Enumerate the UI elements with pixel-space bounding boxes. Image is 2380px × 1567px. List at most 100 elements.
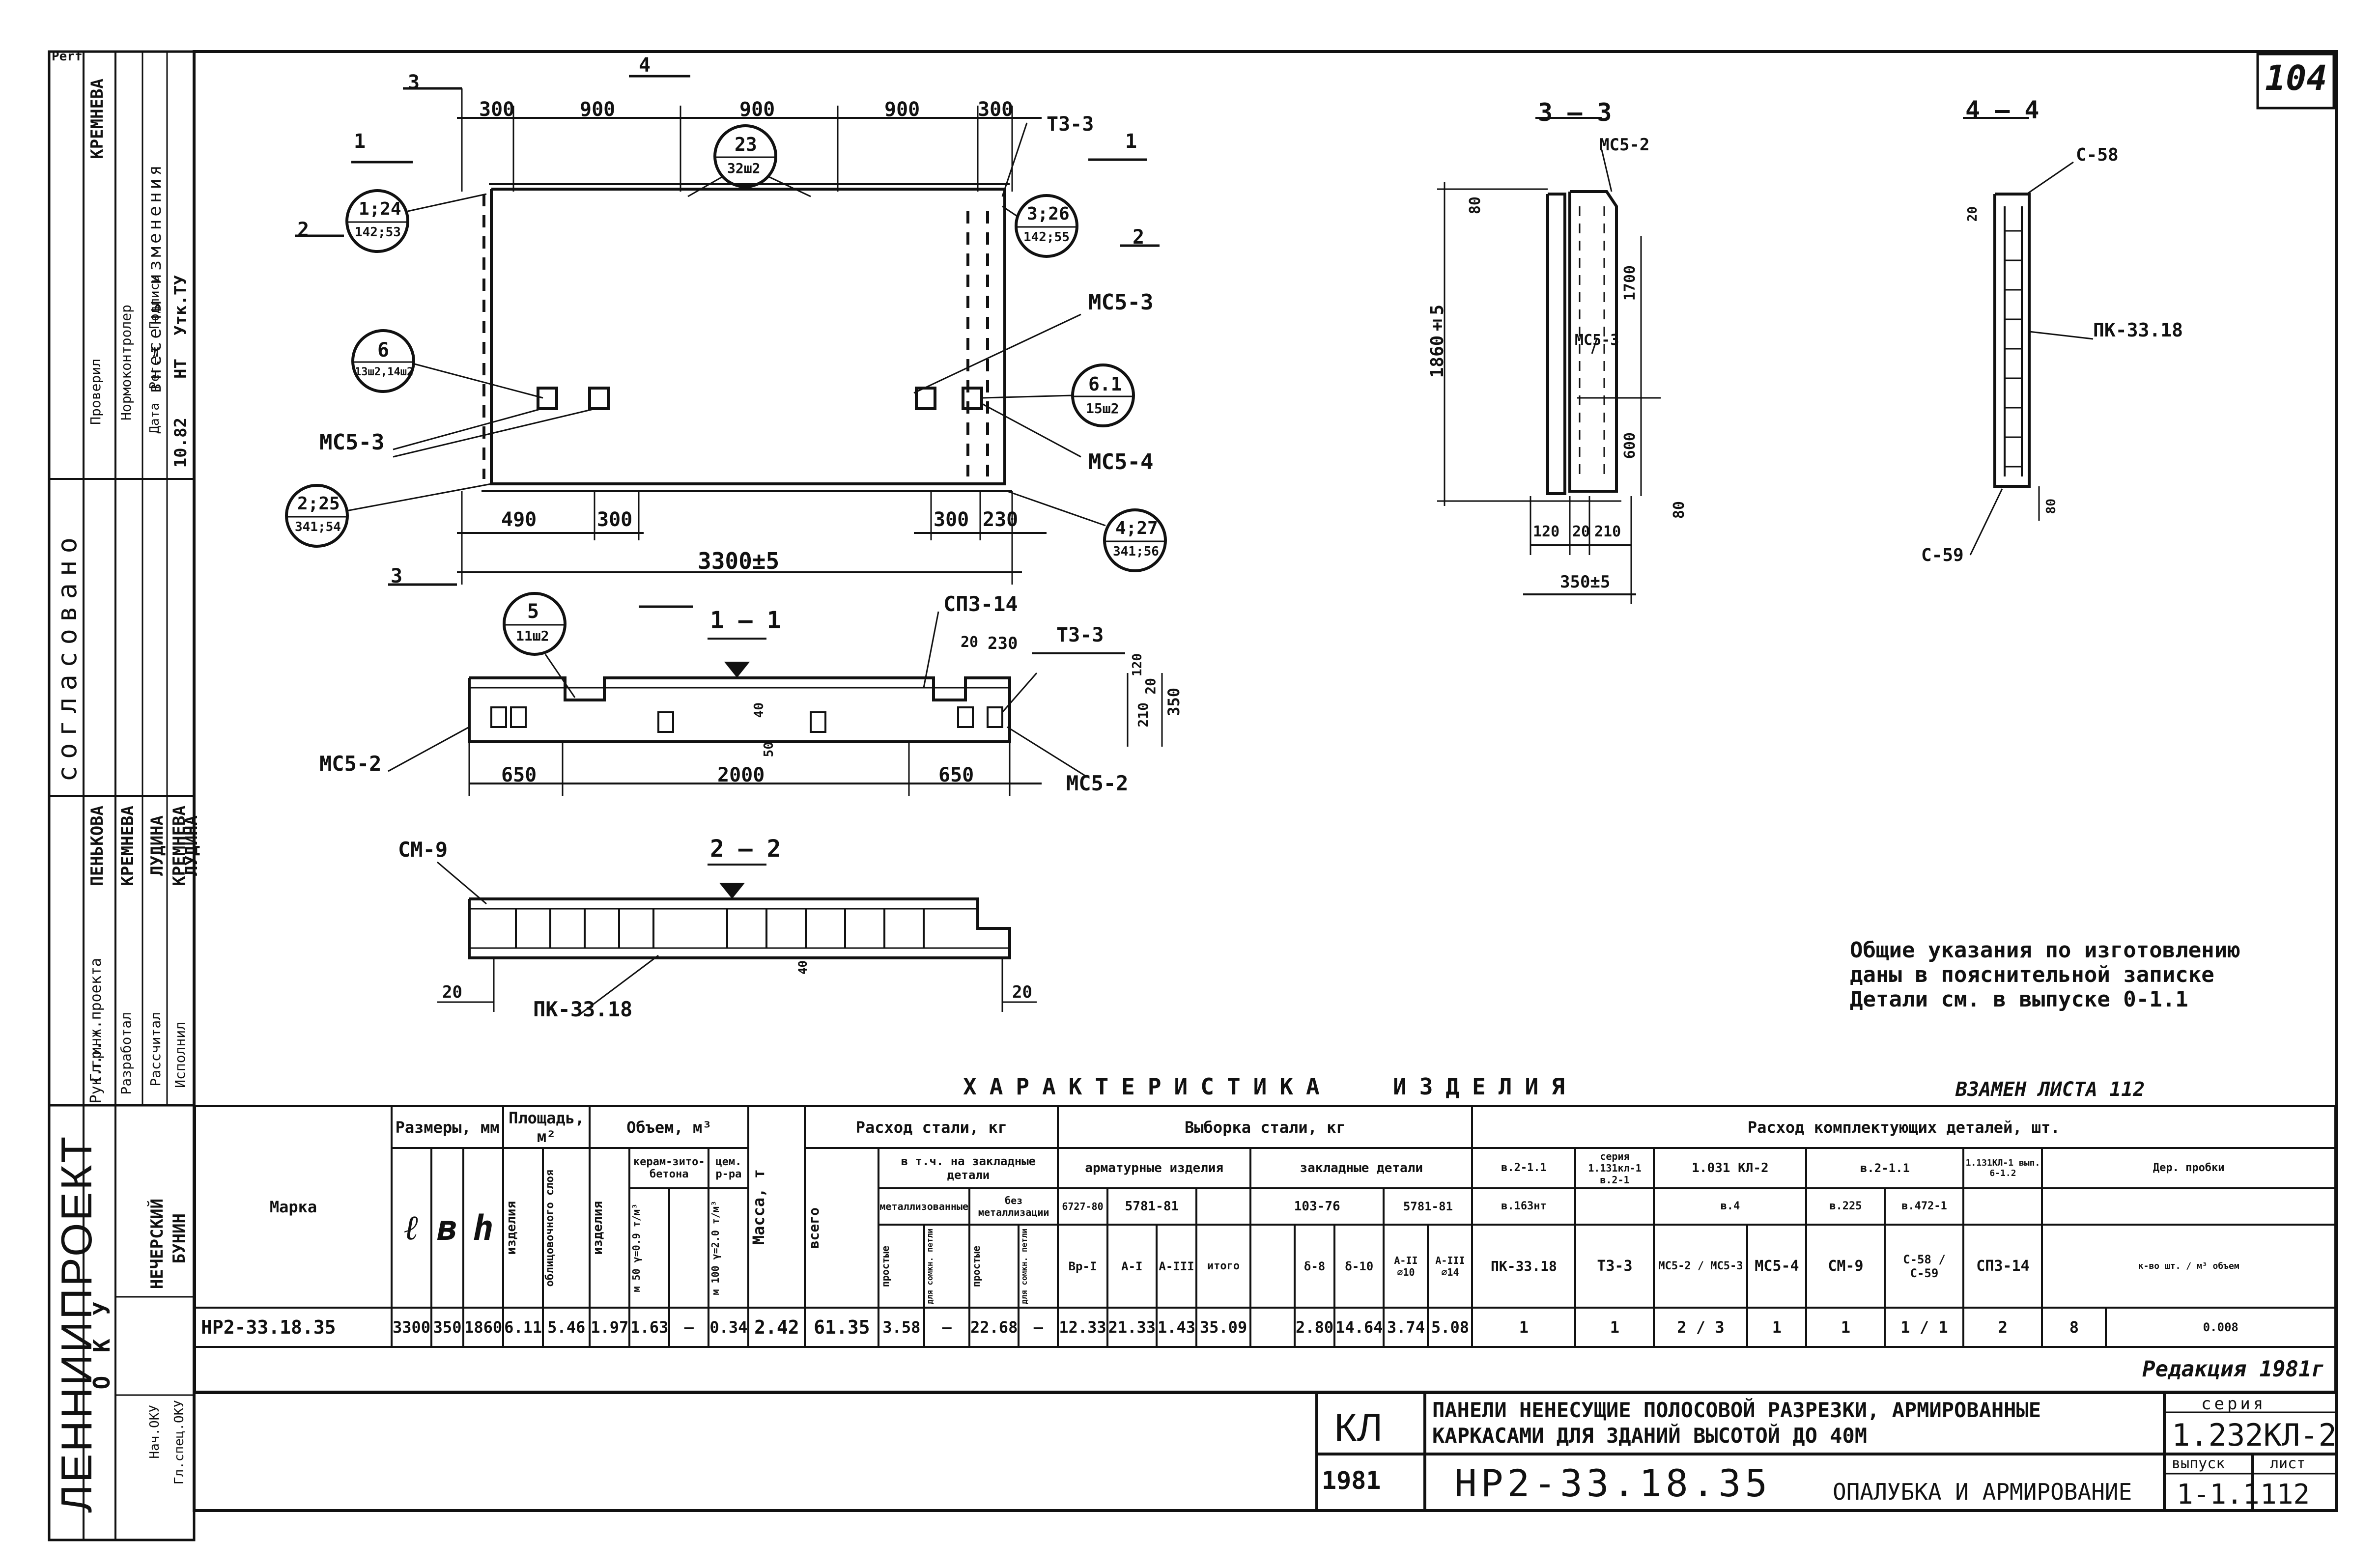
th-p7-issue	[1962, 1187, 2043, 1226]
title-sheet-value: 112	[2260, 1479, 2310, 1511]
cell-a2: 3.74	[1383, 1307, 1429, 1348]
plan-dim-top-4: 900	[884, 98, 920, 121]
sec11-dim-650-left: 650	[501, 764, 537, 786]
cell-sm9: 1	[1805, 1307, 1886, 1348]
bubble-5-top: 6.1	[1088, 373, 1122, 395]
plan-dim-top-2: 900	[580, 98, 616, 121]
th-marka: Марка	[194, 1105, 393, 1309]
title-sheet-label: лист	[2270, 1455, 2306, 1472]
plan-dim-top-1: 300	[479, 98, 515, 121]
sec11-dim-650-right: 650	[938, 764, 974, 786]
characteristics-table: Марка Размеры, мм Площадь, м² Объем, м³ …	[194, 1105, 2336, 1393]
th-p2-issue	[1574, 1187, 1655, 1226]
plan-dim-bot-3: 300	[934, 508, 969, 531]
cut-mark-2-left: 2	[297, 219, 310, 241]
th-p1-issue: в.163нт	[1471, 1187, 1577, 1226]
cell-sp3: 2	[1962, 1307, 2043, 1348]
label-ms5-3-sec33: МС5-3	[1575, 332, 1619, 349]
row-blank	[194, 1346, 1807, 1393]
th-ms54: МС5-4	[1746, 1224, 1808, 1309]
th-steel: Расход стали, кг	[804, 1105, 1059, 1149]
th-keram: керам-зито-бетона	[628, 1147, 710, 1189]
sec11-dim-20: 20	[961, 634, 979, 651]
bubble-1-bottom: 142;53	[355, 225, 401, 240]
sec11-dim-230: 230	[988, 634, 1018, 653]
bubble-7-top: 4;27	[1115, 518, 1158, 538]
label-c-59: С-59	[1921, 545, 1964, 565]
th-gost1: 6727-80	[1057, 1187, 1108, 1226]
th-m100: м 100 γ=2.0 т/м³	[708, 1187, 750, 1309]
section-1-1-bubble-bottom: 11ш2	[516, 628, 549, 644]
cell-c58-59: 1 / 1	[1884, 1307, 1965, 1348]
cell-d10: 14.64	[1333, 1307, 1385, 1348]
th-armat: арматурные изделия	[1057, 1147, 1252, 1189]
bubble-2-bottom: 32ш2	[727, 160, 761, 176]
cut-mark-3-top: 3	[408, 71, 420, 94]
th-itogo: итого	[1195, 1224, 1252, 1309]
label-sm-9: СМ-9	[398, 838, 448, 862]
th-a3-14: А-III ∅14	[1427, 1224, 1473, 1309]
bubble-5-bottom: 15ш2	[1086, 400, 1119, 417]
th-sizes: Размеры, мм	[390, 1105, 505, 1149]
bubble-3-bottom: 142;55	[1023, 230, 1070, 245]
table-title-left: ХАРАКТЕРИСТИКА	[963, 1073, 1332, 1100]
th-h: h	[462, 1147, 505, 1309]
th-sample: Выборка стали, кг	[1057, 1105, 1473, 1149]
th-m50b	[668, 1187, 710, 1309]
label-pk-33-18-sec44: ПК-33.18	[2093, 319, 2183, 341]
th-gost-empty	[1195, 1187, 1252, 1226]
section-1-1-title: 1 — 1	[710, 607, 781, 634]
cell-vol-m50: 1.63	[628, 1307, 671, 1348]
cell-l: 3300	[390, 1307, 433, 1348]
cell-met-prost: 3.58	[878, 1307, 926, 1348]
cell-d8: 2.80	[1294, 1307, 1336, 1348]
cell-ms54: 1	[1746, 1307, 1808, 1348]
title-description: ПАНЕЛИ НЕНЕСУЩИЕ ПОЛОСОВОЙ РАЗРЕЗКИ, АРМ…	[1432, 1398, 2041, 1449]
th-met: металлизованные	[878, 1187, 970, 1226]
label-ms5-4: МС5-4	[1088, 449, 1154, 475]
bubble-7-bottom: 341;56	[1113, 544, 1159, 559]
cell-met-sv: —	[923, 1307, 970, 1348]
th-p3-series: 1.031 КЛ-2	[1653, 1147, 1808, 1189]
sec11-dim-2000: 2000	[717, 764, 765, 786]
th-p5-series: в.2-1.1	[1805, 1147, 1965, 1189]
bubble-4-bottom: 13ш2,14ш2	[355, 366, 414, 378]
table-title-right: ИЗДЕЛИЯ	[1393, 1073, 1578, 1100]
title-kl: КЛ	[1334, 1405, 1383, 1449]
title-sheet-name: ОПАЛУБКА И АРМИРОВАНИЕ	[1833, 1479, 2132, 1505]
th-cem: цем. р-ра	[708, 1147, 750, 1189]
cell-t3: 1	[1574, 1307, 1655, 1348]
th-t3: Т3-3	[1574, 1224, 1655, 1309]
redakciya: Редакция 1981г	[1806, 1346, 2336, 1393]
th-area: Площадь, м²	[502, 1105, 591, 1149]
th-p1-series: в.2-1.1	[1471, 1147, 1577, 1189]
th-pk: ПК-33.18	[1471, 1224, 1577, 1309]
replaced-sheet-note: ВЗАМЕН ЛИСТА 112	[1955, 1078, 2145, 1101]
th-m50: м 50 γ=0.9 т/м³	[628, 1187, 671, 1309]
th-area-obl: облицовочного слоя	[542, 1147, 591, 1309]
cell-a3-14: 5.08	[1427, 1307, 1473, 1348]
section-2-2-title: 2 — 2	[710, 835, 781, 863]
cell-area-izd: 6.11	[502, 1307, 544, 1348]
cell-vol-izd: 1.97	[589, 1307, 631, 1348]
th-c58-59: С-58 / С-59	[1884, 1224, 1965, 1309]
cell-vol-cem: 0.34	[708, 1307, 750, 1348]
cut-mark-1-right: 1	[1125, 130, 1137, 153]
th-bez-sv: для сомкн. петли	[1018, 1224, 1059, 1309]
cell-bp1: 12.33	[1057, 1307, 1108, 1348]
th-bezmet: без металлизации	[968, 1187, 1059, 1226]
th-steel-incl: в т.ч. на закладные детали	[878, 1147, 1059, 1189]
plan-overall-length: 3300±5	[698, 548, 780, 574]
bubble-3-top: 3;26	[1027, 204, 1070, 224]
cut-mark-2-right: 2	[1133, 226, 1145, 249]
label-ms5-2-left: МС5-2	[319, 752, 382, 776]
th-a3: А-III	[1155, 1224, 1198, 1309]
th-steel-total: всего	[804, 1147, 880, 1309]
th-l: ℓ	[390, 1147, 433, 1309]
general-notes: Общие указания по изготовлению даны в по…	[1850, 938, 2240, 1012]
th-gost3: 103-76	[1249, 1187, 1385, 1226]
th-p6-issue: в.472-1	[1884, 1187, 1965, 1226]
